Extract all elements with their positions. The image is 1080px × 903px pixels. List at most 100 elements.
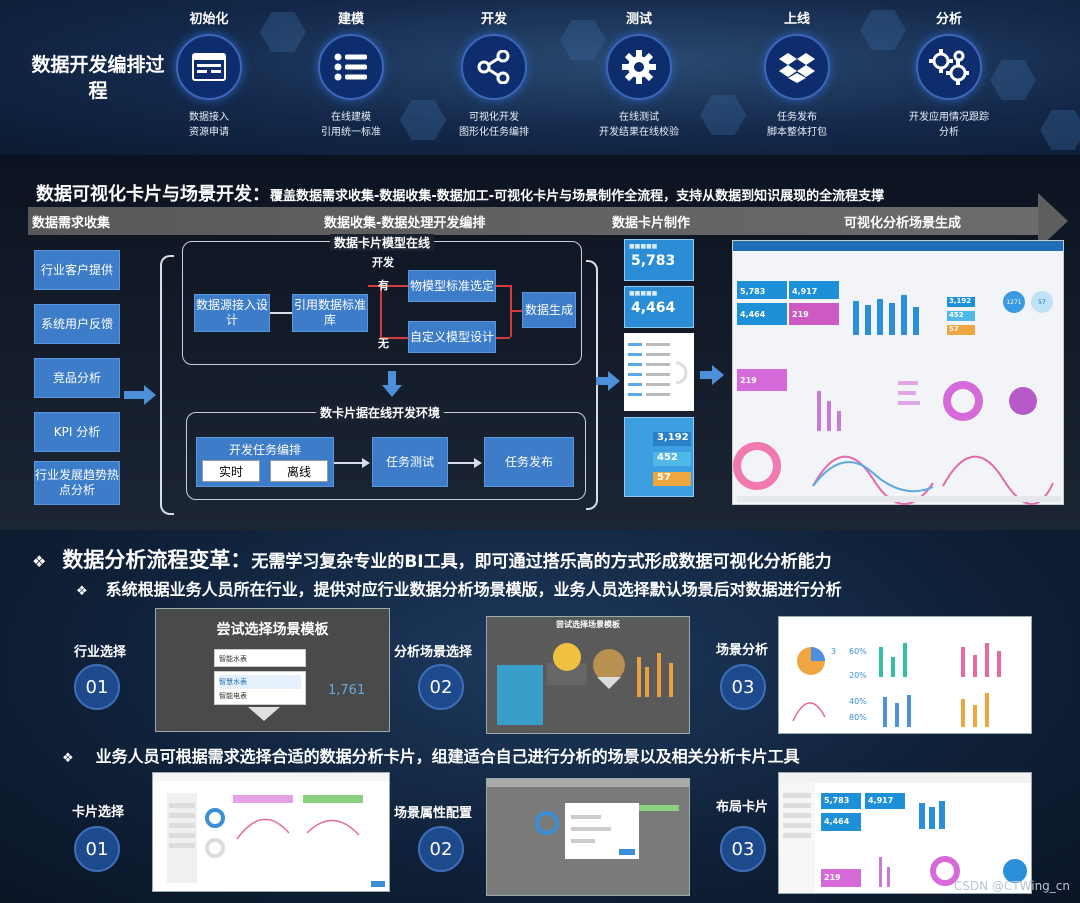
dashboard-preview: 5,783 4,917 4,464 219 219 3,192 452 57 1… xyxy=(732,240,1064,505)
shot-title: 尝试选择场景模板 xyxy=(216,622,329,638)
stage-label: 场景分析 xyxy=(716,643,769,658)
phase-label: 数据收集-数据处理开发编排 xyxy=(324,216,486,231)
bullet-line-2: ❖ 系统根据业务人员所在行业，提供对应行业数据分析场景模版，业务人员选择默认场景后… xyxy=(76,576,842,600)
line1-text: 无需学习复杂专业的BI工具，即可通过搭乐高的方式形成数据可视化分析能力 xyxy=(251,552,832,572)
model-frame-title-2: 开发 xyxy=(372,256,394,269)
scene-config-content xyxy=(487,779,689,859)
stage-label: 布局卡片 xyxy=(716,800,769,815)
arrow-head-icon xyxy=(144,385,156,405)
step-desc: 图形化任务编排 xyxy=(459,127,529,138)
step-desc: 任务发布 xyxy=(777,112,817,123)
step-desc: 脚本整体打包 xyxy=(767,127,827,138)
dash-value: 57 xyxy=(947,325,975,335)
stage-label: 行业选择 xyxy=(74,645,127,660)
connector xyxy=(448,462,476,464)
step-desc: 数据接入 xyxy=(189,112,229,123)
diamond-bullet-icon: ❖ xyxy=(76,584,88,599)
step-desc: 在线建模 xyxy=(331,112,371,123)
req-box: 竞品分析 xyxy=(34,358,120,398)
dash-value: 219 xyxy=(737,369,787,391)
req-box: 行业客户提供 xyxy=(34,250,120,290)
stage-label: 分析场景选择 xyxy=(394,645,473,660)
dash-value: 57 xyxy=(1031,291,1053,313)
dash-value: 452 xyxy=(947,311,975,321)
step-test: 测试 在线测试开发结果在线校验 xyxy=(569,8,709,140)
line2-text: 系统根据业务人员所在行业，提供对应行业数据分析场景模版，业务人员选择默认场景后对… xyxy=(105,580,842,599)
model-step: 数据生成 xyxy=(522,292,576,328)
list-icon xyxy=(318,34,384,100)
arrow-head-icon xyxy=(608,371,620,391)
industry-select-screenshot: 尝试选择场景模板 智能水表 智慧水表 智能电表 1,761 xyxy=(155,608,390,732)
connector xyxy=(380,337,408,339)
req-box: 行业发展趋势热点分析 xyxy=(34,461,120,505)
data-card xyxy=(624,333,694,411)
step-desc: 分析 xyxy=(939,127,959,138)
card-value: 5,783 xyxy=(821,793,861,809)
dash-value: 4,464 xyxy=(737,303,787,325)
step-desc: 在线测试 xyxy=(619,112,659,123)
phase-label: 可视化分析场景生成 xyxy=(844,216,962,231)
stage-number: 02 xyxy=(418,826,464,872)
option[interactable]: 智慧水表 xyxy=(219,675,301,689)
arrow-head-icon xyxy=(474,458,482,468)
phase-label: 数据需求收集 xyxy=(32,216,111,231)
req-box: KPI 分析 xyxy=(34,412,120,452)
form-icon xyxy=(176,34,242,100)
step-label: 上线 xyxy=(783,12,810,27)
connector xyxy=(496,337,510,339)
section-title: 数据可视化卡片与场景开发：覆盖数据需求收集-数据收集-数据加工-可视化卡片与场景… xyxy=(36,180,884,206)
dropbox-icon xyxy=(764,34,830,100)
connector xyxy=(270,312,292,314)
step-label: 建模 xyxy=(337,12,364,27)
stage-number: 03 xyxy=(720,826,766,872)
arrow-down-icon xyxy=(248,707,280,721)
data-card: ■■■■■4,464 xyxy=(624,286,694,328)
stage-number: 01 xyxy=(74,826,120,872)
stage-label: 场景属性配置 xyxy=(394,806,473,821)
step-desc: 资源申请 xyxy=(189,127,229,138)
dash-value: 4,917 xyxy=(789,281,839,299)
flow-arrow xyxy=(124,391,146,399)
env-frame-title: 数卡片据在线开发环境 xyxy=(316,404,445,421)
card-layout-content xyxy=(779,773,1031,893)
scene-analysis-screenshot: 3 60% 20% 40% 80% xyxy=(778,616,1032,734)
line3-text: 业务人员可根据需求选择合适的数据分析卡片，组建适合自己进行分析的场景以及相关分析… xyxy=(95,747,800,766)
gear-icon xyxy=(606,34,672,100)
dash-value: 1271 xyxy=(1003,291,1025,313)
card-select-screenshot xyxy=(152,772,390,892)
branch-no: 无 xyxy=(378,337,389,350)
step-release: 上线 任务发布脚本整体打包 xyxy=(727,8,867,140)
model-step: 自定义模型设计 xyxy=(408,321,496,353)
step-label: 初始化 xyxy=(189,12,229,27)
diamond-bullet-icon: ❖ xyxy=(32,552,47,571)
step-label: 分析 xyxy=(935,12,962,27)
data-card: ■■■■■5,783 xyxy=(624,239,694,281)
line1-title: 数据分析流程变革： xyxy=(62,548,252,572)
dash-value: 5,783 xyxy=(737,281,787,299)
model-frame-title: 数据卡片模型在线 xyxy=(330,234,435,251)
model-step: 引用数据标准库 xyxy=(292,294,368,332)
gears-icon xyxy=(916,34,982,100)
arrow-head-icon xyxy=(362,458,370,468)
env-orchestrate-label: 开发任务编排 xyxy=(228,443,301,457)
shot-value: 3 xyxy=(831,647,837,656)
bullet-line-1: ❖ 数据分析流程变革：无需学习复杂专业的BI工具，即可通过搭乐高的方式形成数据可视… xyxy=(32,544,832,574)
card-value: 3,192 xyxy=(653,432,691,446)
scene-config-screenshot xyxy=(486,778,690,896)
section-subtitle: 覆盖数据需求收集-数据收集-数据加工-可视化卡片与场景制作全流程，支持从数据到知… xyxy=(270,189,885,204)
connector xyxy=(496,285,510,287)
option[interactable]: 智能电表 xyxy=(219,692,247,700)
card-value: 452 xyxy=(653,452,691,466)
analysis-process-section: ❖ 数据分析流程变革：无需学习复杂专业的BI工具，即可通过搭乐高的方式形成数据可视… xyxy=(0,530,1080,903)
shot-value: 1,761 xyxy=(328,683,366,698)
card-layout-screenshot: 5,783 4,917 4,464 219 xyxy=(778,772,1032,894)
dash-value: 219 xyxy=(789,303,839,325)
dashboard-charts xyxy=(733,295,1061,505)
connector xyxy=(380,285,382,337)
env-test: 任务测试 xyxy=(372,437,448,487)
arrow-head-icon xyxy=(712,365,724,385)
process-banner: 数据开发编排过程 初始化 数据接入资源申请 建模 在线建模引用统一标准 开发 可… xyxy=(0,0,1080,155)
shot-value: 60% xyxy=(849,647,867,656)
visual-card-section: 数据可视化卡片与场景开发：覆盖数据需求收集-数据收集-数据加工-可视化卡片与场景… xyxy=(0,155,1080,530)
step-desc: 开发结果在线校验 xyxy=(599,127,679,138)
